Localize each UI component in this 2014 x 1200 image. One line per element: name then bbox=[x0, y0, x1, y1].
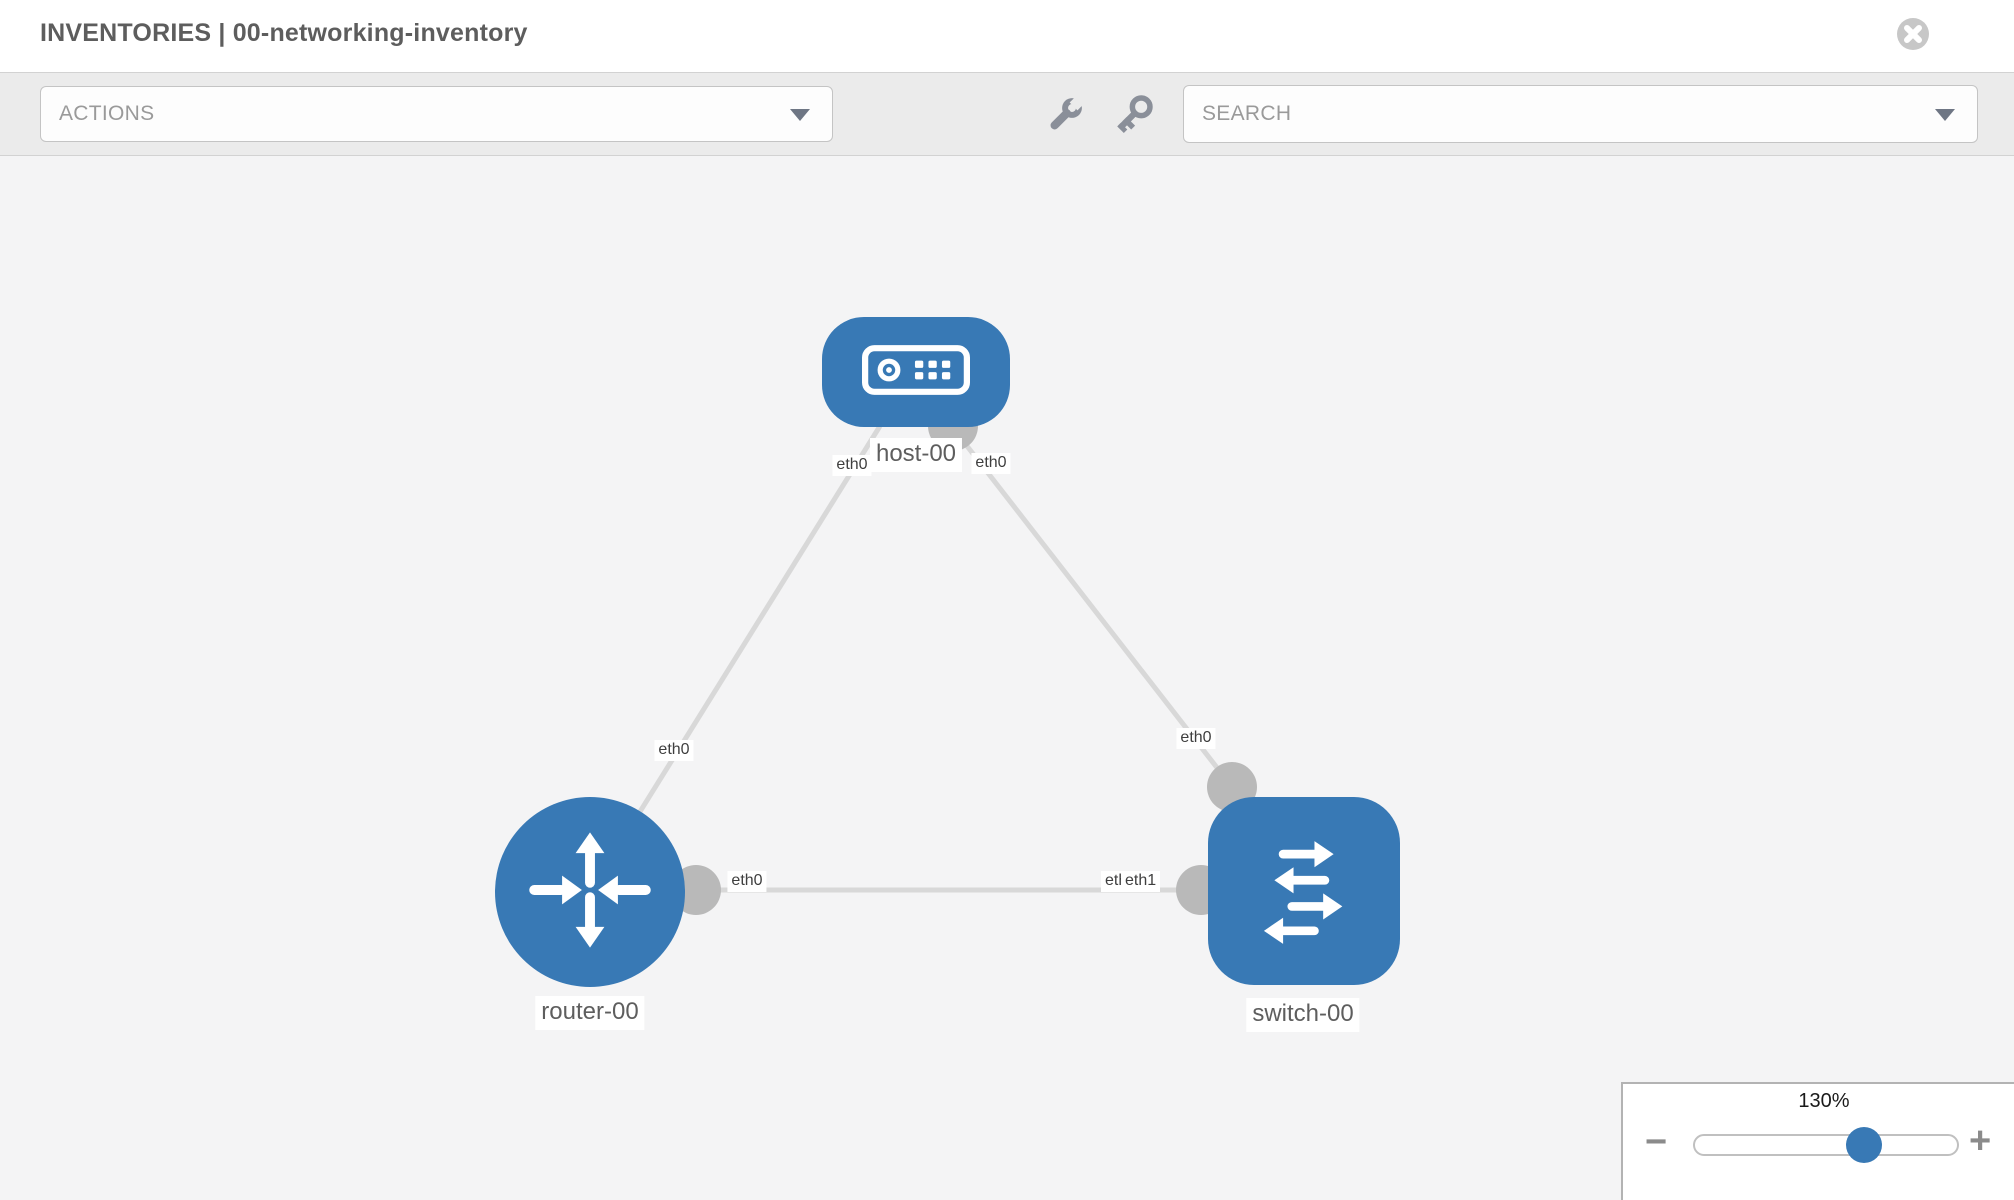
zoom-in-button[interactable]: + bbox=[1969, 1120, 1992, 1162]
chevron-down-icon bbox=[790, 109, 810, 121]
server-icon bbox=[862, 344, 970, 400]
links-layer bbox=[587, 424, 1304, 894]
tools-button[interactable] bbox=[1041, 93, 1089, 137]
key-button[interactable] bbox=[1109, 93, 1157, 137]
interface-label-host-eth0-right: eth0 bbox=[971, 453, 1011, 474]
node-switch-00[interactable] bbox=[1208, 797, 1400, 985]
interface-label-switch-eth1: eth1 bbox=[1121, 871, 1161, 892]
interface-label-router-eth0-top: eth0 bbox=[654, 740, 694, 761]
zoom-slider-thumb[interactable] bbox=[1846, 1127, 1882, 1163]
zoom-slider-track[interactable] bbox=[1693, 1134, 1959, 1156]
search-dropdown-placeholder: SEARCH bbox=[1202, 102, 1292, 125]
router-arrows-icon bbox=[527, 827, 653, 958]
close-button[interactable] bbox=[1896, 17, 1930, 51]
topology-canvas[interactable]: host-00 router-00 switch-00 eth0 eth0 et… bbox=[0, 156, 2014, 1200]
chevron-down-icon bbox=[1935, 109, 1955, 121]
toolbar: ACTIONS bbox=[0, 72, 2014, 156]
node-host-00[interactable] bbox=[822, 317, 1010, 427]
page-title: INVENTORIES | 00-networking-inventory bbox=[40, 19, 528, 47]
interface-label-switch-eth0-top: eth0 bbox=[1176, 728, 1216, 749]
node-label-host: host-00 bbox=[869, 438, 963, 472]
node-label-switch: switch-00 bbox=[1246, 998, 1360, 1032]
switch-arrows-icon bbox=[1243, 828, 1365, 955]
interface-label-router-eth0-link: eth0 bbox=[727, 871, 767, 892]
actions-dropdown[interactable]: ACTIONS bbox=[40, 86, 833, 142]
zoom-level-value: 130% bbox=[1798, 1090, 1850, 1112]
link-host-switch[interactable] bbox=[951, 426, 1234, 789]
node-router-00[interactable] bbox=[495, 797, 685, 987]
search-dropdown[interactable]: SEARCH bbox=[1183, 85, 1978, 143]
zoom-control-panel: 130% − + bbox=[1621, 1082, 2014, 1200]
actions-dropdown-placeholder: ACTIONS bbox=[59, 102, 155, 125]
close-icon bbox=[1896, 18, 1930, 54]
node-label-router: router-00 bbox=[535, 996, 645, 1030]
header: INVENTORIES | 00-networking-inventory bbox=[0, 0, 2014, 72]
key-icon bbox=[1111, 95, 1155, 140]
interface-label-host-eth0-left: eth0 bbox=[832, 455, 872, 476]
wrench-icon bbox=[1043, 93, 1087, 140]
zoom-out-button[interactable]: − bbox=[1645, 1121, 1668, 1163]
